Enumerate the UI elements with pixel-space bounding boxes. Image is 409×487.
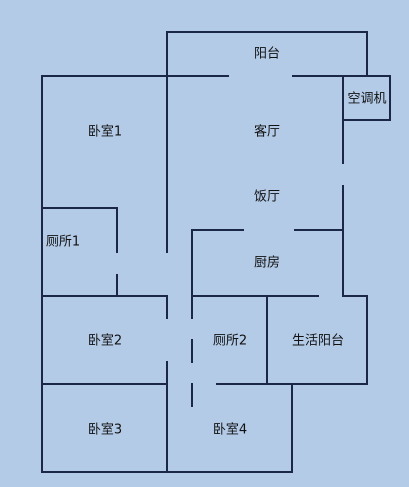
room-label-toilet1: 厕所1 <box>45 234 81 250</box>
room-label-toilet2: 厕所2 <box>212 333 248 349</box>
room-label-utility-balcony: 生活阳台 <box>291 333 345 349</box>
room-label-bedroom3: 卧室3 <box>87 422 123 438</box>
room-label-bedroom2: 卧室2 <box>87 333 123 349</box>
room-label-bedroom1: 卧室1 <box>87 124 123 140</box>
room-label-ac-unit: 空调机 <box>347 91 387 107</box>
room-label-bedroom4: 卧室4 <box>212 422 248 438</box>
room-label-living-room: 客厅 <box>253 124 281 140</box>
room-label-dining-room: 饭厅 <box>253 189 281 205</box>
room-label-balcony: 阳台 <box>253 46 281 62</box>
room-label-kitchen: 厨房 <box>253 255 281 271</box>
